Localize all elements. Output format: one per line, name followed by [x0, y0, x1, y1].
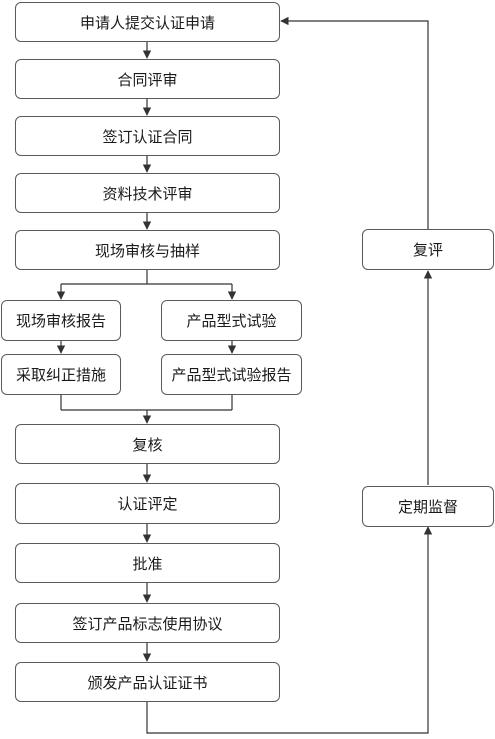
step-periodic-supervision: 定期监督 — [362, 486, 494, 527]
step-contract-review: 合同评审 — [15, 59, 280, 99]
step-audit-sampling: 现场审核与抽样 — [15, 230, 280, 270]
step-issue-certificate: 颁发产品认证证书 — [15, 662, 280, 702]
step-sign-contract: 签订认证合同 — [15, 116, 280, 156]
step-type-test: 产品型式试验 — [161, 300, 302, 341]
step-recheck: 复核 — [15, 424, 280, 464]
step-submit-application: 申请人提交认证申请 — [15, 2, 280, 42]
step-type-test-report: 产品型式试验报告 — [161, 354, 302, 395]
step-evaluation: 认证评定 — [15, 483, 280, 524]
step-audit-report: 现场审核报告 — [1, 300, 121, 341]
step-sign-agreement: 签订产品标志使用协议 — [15, 603, 280, 643]
step-approval: 批准 — [15, 543, 280, 583]
step-corrective-action: 采取纠正措施 — [1, 354, 121, 395]
step-re-evaluation: 复评 — [362, 229, 494, 270]
step-document-review: 资料技术评审 — [15, 173, 280, 213]
